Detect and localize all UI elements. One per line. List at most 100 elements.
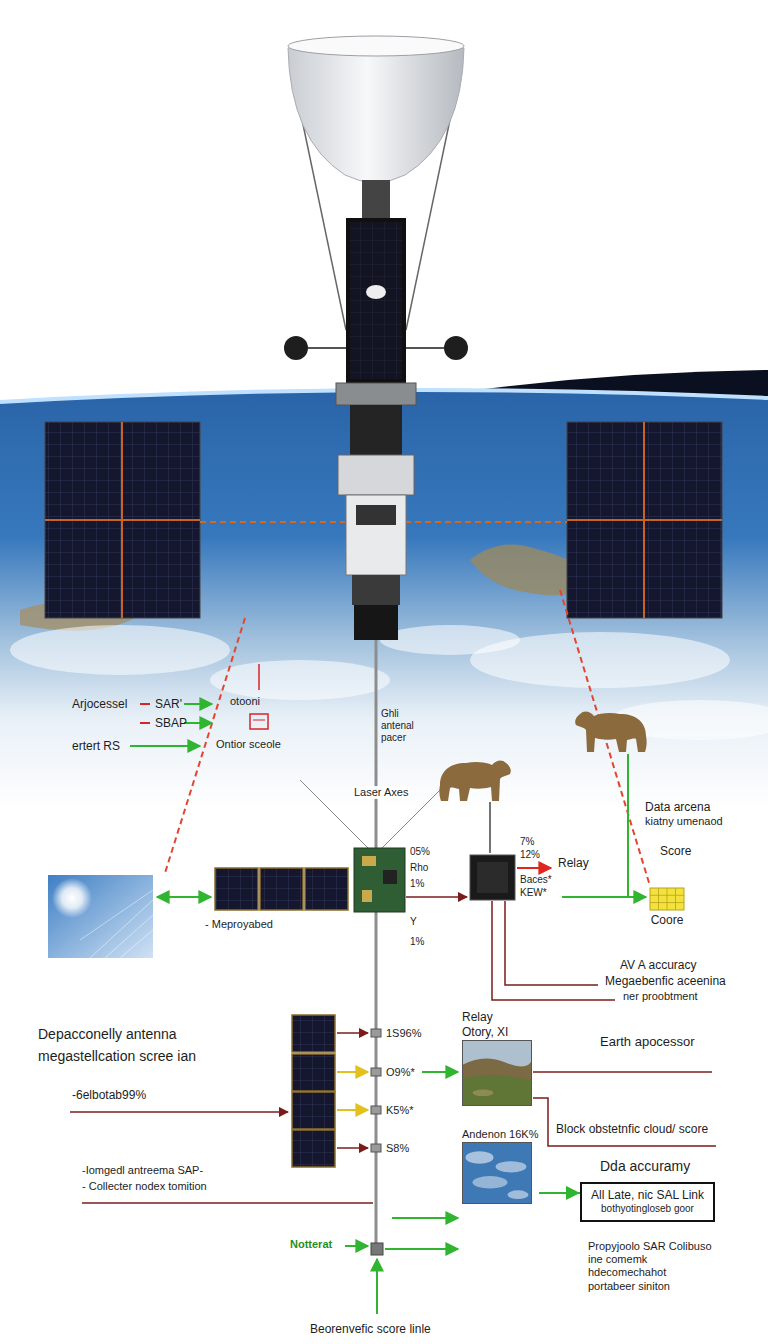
node-subtitle: Otory, XI: [462, 1025, 532, 1040]
satellite-body: [346, 218, 406, 383]
link-box: All Late, nic SAL Linkbothyotingloseb go…: [580, 1182, 715, 1222]
board-chip: [362, 856, 376, 866]
node-title: All Late, nic SAL Link: [590, 1188, 705, 1203]
solar-cell: [260, 868, 303, 910]
label-text: megastellcation scree ian: [38, 1048, 196, 1065]
processor-chip: [470, 855, 515, 900]
red-dash: [140, 703, 150, 705]
photo-texture: [80, 890, 153, 958]
label-text: Block obstetnfic cloud/ score: [556, 1122, 708, 1136]
dark-arrow: [70, 1111, 288, 1113]
green-arrow: [376, 1259, 378, 1314]
photo-hill: [462, 1058, 532, 1106]
dark-leader: [533, 1071, 712, 1073]
red-icon: [250, 714, 268, 729]
label-text: Rho: [410, 862, 428, 874]
green-arrow: [392, 1217, 458, 1219]
solar-cell: [292, 1130, 335, 1167]
grid-fill: [650, 888, 684, 910]
label-text: kiatny umenaod: [645, 815, 723, 828]
dashed-leader: [560, 590, 650, 886]
dark-leader: [82, 1202, 373, 1204]
label-text: Notterat: [290, 1238, 332, 1251]
label-text: K5%*: [386, 1104, 414, 1117]
label-text: Ontior sceole: [216, 738, 281, 751]
grid-line: [658, 888, 659, 910]
body-module: [352, 575, 400, 605]
label-text: SBAP: [155, 716, 187, 730]
red-dash: [140, 722, 150, 724]
connector-block: [371, 1029, 381, 1037]
green-arrow: [385, 1248, 458, 1250]
label-text: KEW*: [520, 887, 547, 899]
label-text: ner proobtment: [623, 990, 698, 1003]
label-text: 12%: [520, 849, 540, 861]
relay-photo: RelayOtory, XI: [462, 1010, 532, 1106]
earth-surface: [0, 390, 768, 810]
grid-line: [650, 895, 684, 896]
andenon-photo: Andenon 16K%: [462, 1128, 539, 1204]
body-module: [346, 495, 406, 575]
solar-cell: [292, 1054, 335, 1091]
label-text: O9%*: [386, 1066, 415, 1079]
label-text: Ghli antenal pacer: [381, 708, 433, 744]
label-text: SAR': [155, 697, 182, 711]
dish-antenna: [288, 39, 464, 183]
bear-icon: [439, 761, 510, 801]
label-text: AV A accuracy: [620, 958, 696, 972]
body-module: [338, 455, 414, 495]
yellow-grid-icon: [649, 887, 685, 911]
red-leader: [258, 664, 260, 690]
label-text: Beorenvefic score linle: [310, 1322, 431, 1336]
node-title: Andenon 16K%: [462, 1128, 539, 1142]
label-text: Megaebenfic aceenina: [605, 974, 726, 988]
cloud: [210, 660, 390, 700]
solar-panel: [567, 422, 722, 618]
label-text: 1S96%: [386, 1027, 421, 1040]
dark-leader: [489, 802, 491, 853]
dark-leader: [533, 1098, 716, 1146]
grid-line: [675, 888, 676, 910]
label-text: -6elbotab99%: [72, 1088, 146, 1102]
panel-boom: [200, 521, 345, 523]
label-text: 1%: [410, 936, 424, 948]
label-text: - Meproyabed: [205, 918, 273, 931]
photo-foam: [508, 1190, 529, 1199]
node-subtitle: bothyotingloseb goor: [590, 1203, 705, 1216]
red-icon-detail: [253, 720, 265, 721]
label-text: Score: [660, 844, 691, 858]
connector-block: [371, 1106, 381, 1114]
water-photo: [462, 1142, 532, 1204]
dish-rim: [288, 36, 464, 56]
photo-frame: [463, 1142, 532, 1203]
photo-frame: [463, 1041, 532, 1106]
solar-cell: [305, 868, 348, 910]
photo-patch: [473, 1090, 494, 1097]
truss-section: [336, 383, 416, 405]
sun: [52, 878, 92, 918]
label-text: Earth apocessor: [600, 1034, 695, 1050]
panel-seam: [45, 519, 200, 521]
label-text: Data arcena: [645, 800, 710, 814]
photo-grass: [462, 1075, 532, 1106]
green-arrow: [345, 1245, 368, 1247]
label-text: S8%: [386, 1142, 409, 1155]
label-text: 7%: [520, 836, 534, 848]
bear-icon: [575, 712, 646, 752]
sky-photo: [48, 875, 153, 958]
label-text: Propyjoolo SAR Colibuso ine comemk hdeco…: [588, 1240, 713, 1293]
solar-cell: [292, 1015, 335, 1052]
grid-line: [650, 902, 684, 903]
green-line: [627, 754, 629, 897]
label-text: Arjocessel: [72, 697, 127, 711]
small-antenna: [284, 336, 308, 360]
green-arrow: [184, 722, 212, 724]
green-arrow: [422, 1071, 458, 1073]
label-text: 1%: [410, 878, 424, 890]
dark-arrow: [337, 1147, 368, 1149]
photo-foam: [496, 1161, 527, 1172]
antenna-arm: [308, 347, 346, 349]
photo-sky: [462, 1040, 532, 1106]
